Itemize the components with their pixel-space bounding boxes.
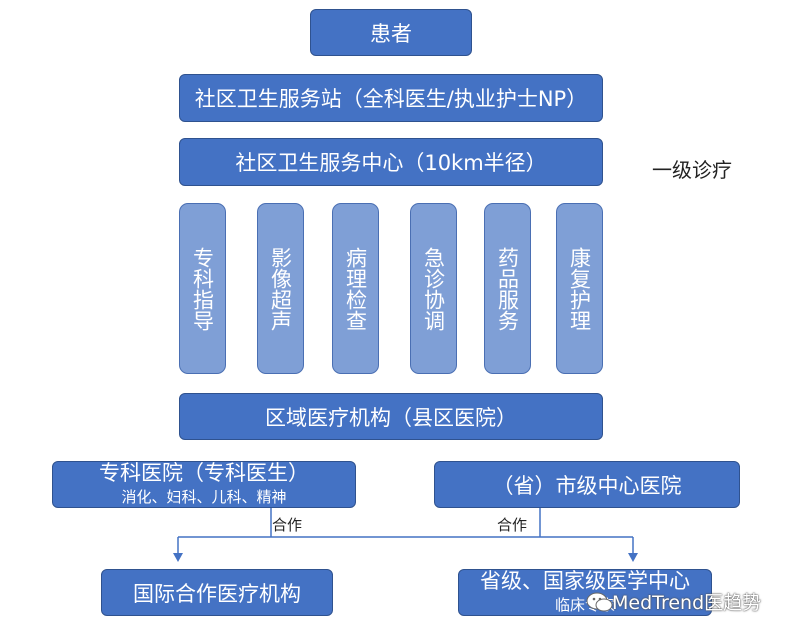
service-pathology: 病理检查 xyxy=(332,203,379,374)
service-label: 病理检查 xyxy=(343,246,368,331)
international-label: 国际合作医疗机构 xyxy=(133,581,301,606)
service-label: 急诊协调 xyxy=(421,246,446,331)
specialty-hospital-title: 专科医院（专科医生） xyxy=(99,461,309,485)
specialty-hospital-subtitle: 消化、妇科、儿科、精神 xyxy=(121,488,287,506)
service-imaging: 影像超声 xyxy=(257,203,304,374)
community-center-label: 社区卫生服务中心（10km半径） xyxy=(235,151,547,175)
provincial-hospital-node: （省）市级中心医院 xyxy=(434,461,740,508)
patient-label: 患者 xyxy=(370,21,412,46)
community-station-node: 社区卫生服务站（全科医生/执业护士NP） xyxy=(179,74,603,122)
provincial-hospital-label: （省）市级中心医院 xyxy=(492,473,682,498)
international-node: 国际合作医疗机构 xyxy=(101,569,333,616)
wechat-icon xyxy=(586,592,613,612)
primary-care-label: 一级诊疗 xyxy=(652,158,732,182)
cooperate-left-label: 合作 xyxy=(272,516,303,534)
service-specialty-guidance: 专科指导 xyxy=(179,203,226,374)
watermark-text: MedTrend医趋势 xyxy=(612,592,762,614)
community-station-label: 社区卫生服务站（全科医生/执业护士NP） xyxy=(194,87,588,111)
service-pharmacy: 药品服务 xyxy=(484,203,531,374)
service-rehab: 康复护理 xyxy=(556,203,603,374)
community-center-node: 社区卫生服务中心（10km半径） xyxy=(179,138,603,186)
specialty-hospital-node: 专科医院（专科医生） 消化、妇科、儿科、精神 xyxy=(52,461,356,508)
cooperate-right-label: 合作 xyxy=(497,516,528,534)
service-label: 影像超声 xyxy=(268,246,293,331)
service-label: 药品服务 xyxy=(495,246,520,331)
service-label: 专科指导 xyxy=(190,246,215,331)
service-emergency: 急诊协调 xyxy=(410,203,457,374)
regional-hospital-node: 区域医疗机构（县区医院） xyxy=(179,393,603,440)
patient-node: 患者 xyxy=(310,9,472,56)
national-center-title: 省级、国家级医学中心 xyxy=(480,569,690,593)
regional-hospital-label: 区域医疗机构（县区医院） xyxy=(265,405,517,430)
service-label: 康复护理 xyxy=(567,246,592,331)
